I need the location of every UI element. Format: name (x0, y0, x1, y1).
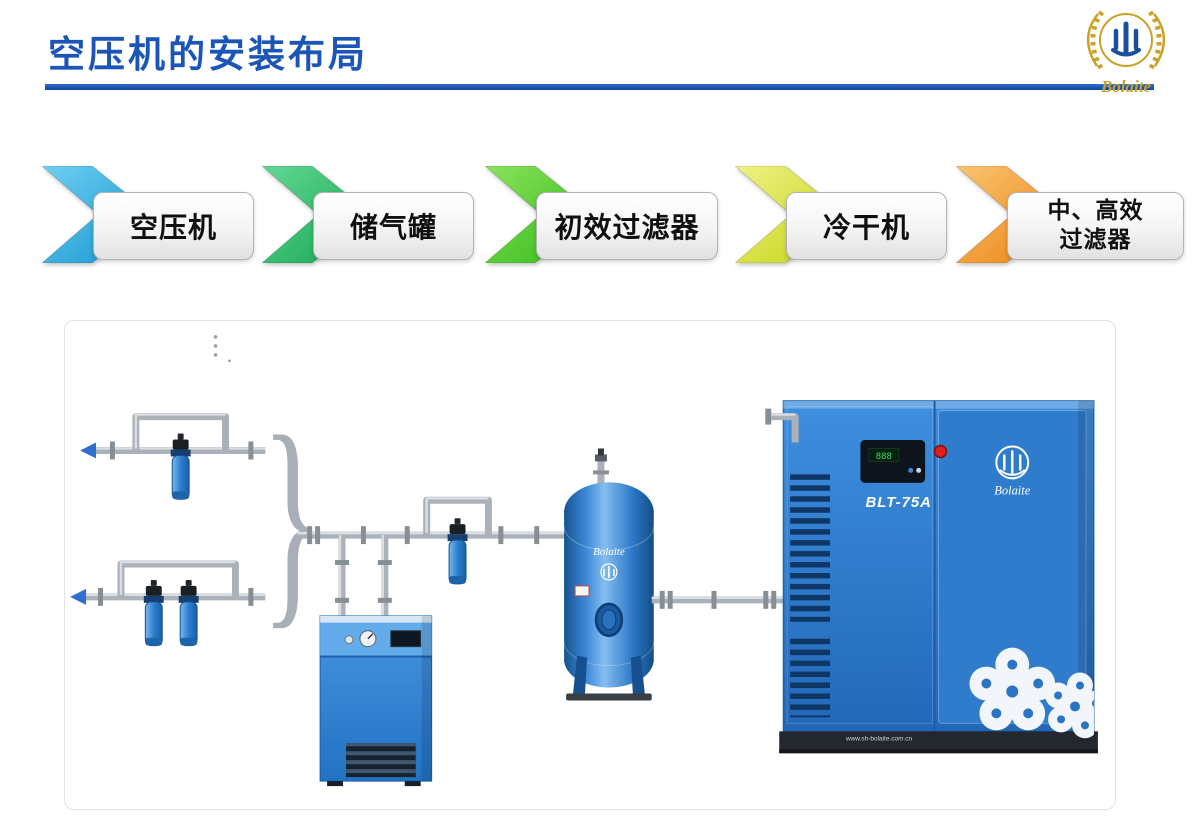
header-rule (45, 84, 1154, 90)
compressor-vent-icon (790, 635, 831, 718)
flow-direction-arrow-icon (70, 588, 87, 605)
flow-step-prefilter: 初效过滤器 (485, 166, 718, 266)
flow-step-plate: 冷干机 (786, 192, 947, 260)
rotor-gears-icon (969, 647, 1094, 739)
dryer-display (390, 630, 422, 648)
bolaite-logo: Bolaite (1086, 10, 1166, 96)
flow-step-tank: 储气罐 (262, 166, 474, 266)
compressor-logo-icon (995, 445, 1030, 480)
line-filter-icon (178, 579, 200, 647)
emergency-stop-button-icon (933, 444, 948, 459)
flow-step-plate: 中、高效 过滤器 (1007, 192, 1184, 260)
line-filter-icon (143, 579, 165, 647)
compressor-website-text: www.sh-bolaite.com.cn (845, 735, 913, 742)
flow-step-dryer: 冷干机 (735, 166, 947, 266)
compressor-brand-text: Bolaite (994, 483, 1030, 497)
tank-brand-text: Bolaite (593, 546, 625, 558)
process-flow: 空压机 储气罐 初效过滤器 冷干机 (0, 166, 1200, 272)
flow-step-label: 冷干机 (822, 213, 910, 244)
main-pipe (297, 496, 570, 585)
flow-step-label: 初效过滤器 (554, 213, 700, 244)
compressor-vent-icon (790, 472, 831, 622)
branch-pipe-top (80, 413, 266, 500)
outlet-pipe (651, 590, 786, 609)
flow-step-plate: 储气罐 (313, 192, 474, 260)
dryer (319, 535, 433, 787)
continuation-dots (213, 335, 231, 363)
air-tank: Bolaite (563, 448, 655, 701)
flow-step-label: 储气罐 (349, 213, 437, 244)
branch-pipe-bottom (70, 560, 266, 647)
flow-step-finefilter: 中、高效 过滤器 (956, 166, 1184, 266)
discharge-pipe (771, 413, 799, 443)
flow-step-plate: 空压机 (93, 192, 254, 260)
compressor-model-text: BLT-75A (866, 494, 932, 511)
flow-step-compressor: 空压机 (42, 166, 254, 266)
flow-step-label-line2: 过滤器 (1059, 227, 1132, 252)
line-filter-icon (447, 517, 469, 585)
flow-direction-arrow-icon (80, 442, 97, 459)
tank-nameplate (574, 585, 590, 597)
compressor: 888 BLT-75A Bolaite (765, 400, 1098, 754)
flow-step-plate: 初效过滤器 (536, 192, 718, 260)
logo-emblem-icon (1111, 21, 1141, 57)
panel-digits: 888 (876, 452, 892, 462)
dryer-indicator-icon (344, 635, 354, 645)
installation-diagram: } (64, 320, 1116, 810)
tank-logo-icon (600, 563, 618, 581)
logo-brand-text: Bolaite (1100, 77, 1152, 96)
line-filter-icon (170, 433, 192, 500)
flow-step-label: 空压机 (129, 213, 217, 244)
page-title: 空压机的安装布局 (48, 34, 368, 75)
flow-step-label-line1: 中、高效 (1047, 198, 1144, 224)
brace-glyph: } (261, 389, 323, 648)
